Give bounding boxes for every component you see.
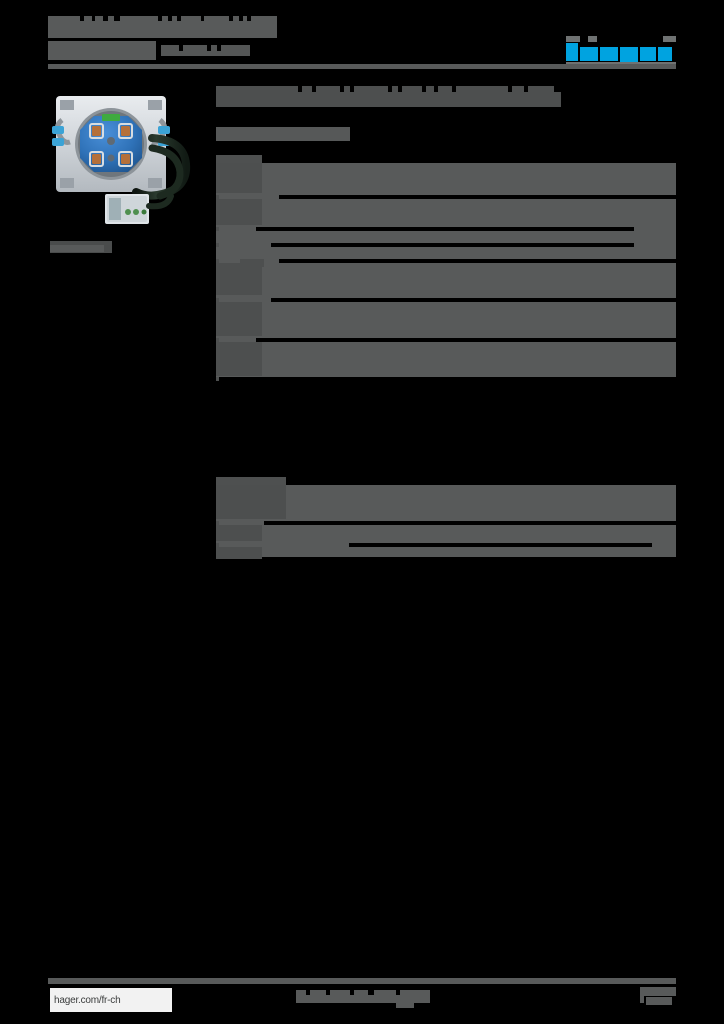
header-subtitle: [redacted] bbox=[161, 45, 266, 56]
section-subheading: [redacted] bbox=[216, 127, 676, 141]
footer-divider bbox=[48, 978, 676, 984]
product-image bbox=[48, 86, 203, 234]
footer-url-text[interactable]: hager.com/fr-ch bbox=[54, 994, 121, 1006]
page-title-line1: [redacted] bbox=[48, 16, 277, 38]
page-header: [redacted] [redacted] [redacted] bbox=[48, 14, 676, 68]
footer-url-box[interactable]: hager.com/fr-ch bbox=[50, 988, 172, 1012]
image-caption-line2: [redacted] bbox=[50, 245, 104, 252]
table-spacer bbox=[216, 393, 676, 477]
page-title-line2: [redacted] bbox=[48, 41, 156, 60]
main-content: [redacted] [redacted] bbox=[216, 86, 676, 567]
section-heading: [redacted] bbox=[216, 86, 676, 107]
page-number: [redacted] bbox=[640, 987, 676, 1007]
footer-center-text: [redacted] bbox=[296, 990, 458, 1008]
header-divider bbox=[48, 64, 676, 69]
hager-logo: hager bbox=[566, 36, 676, 68]
specifications-table-2: [redacted] [redacted] bbox=[216, 477, 676, 561]
specifications-table-1: [redacted] [redacted] bbox=[216, 155, 676, 387]
